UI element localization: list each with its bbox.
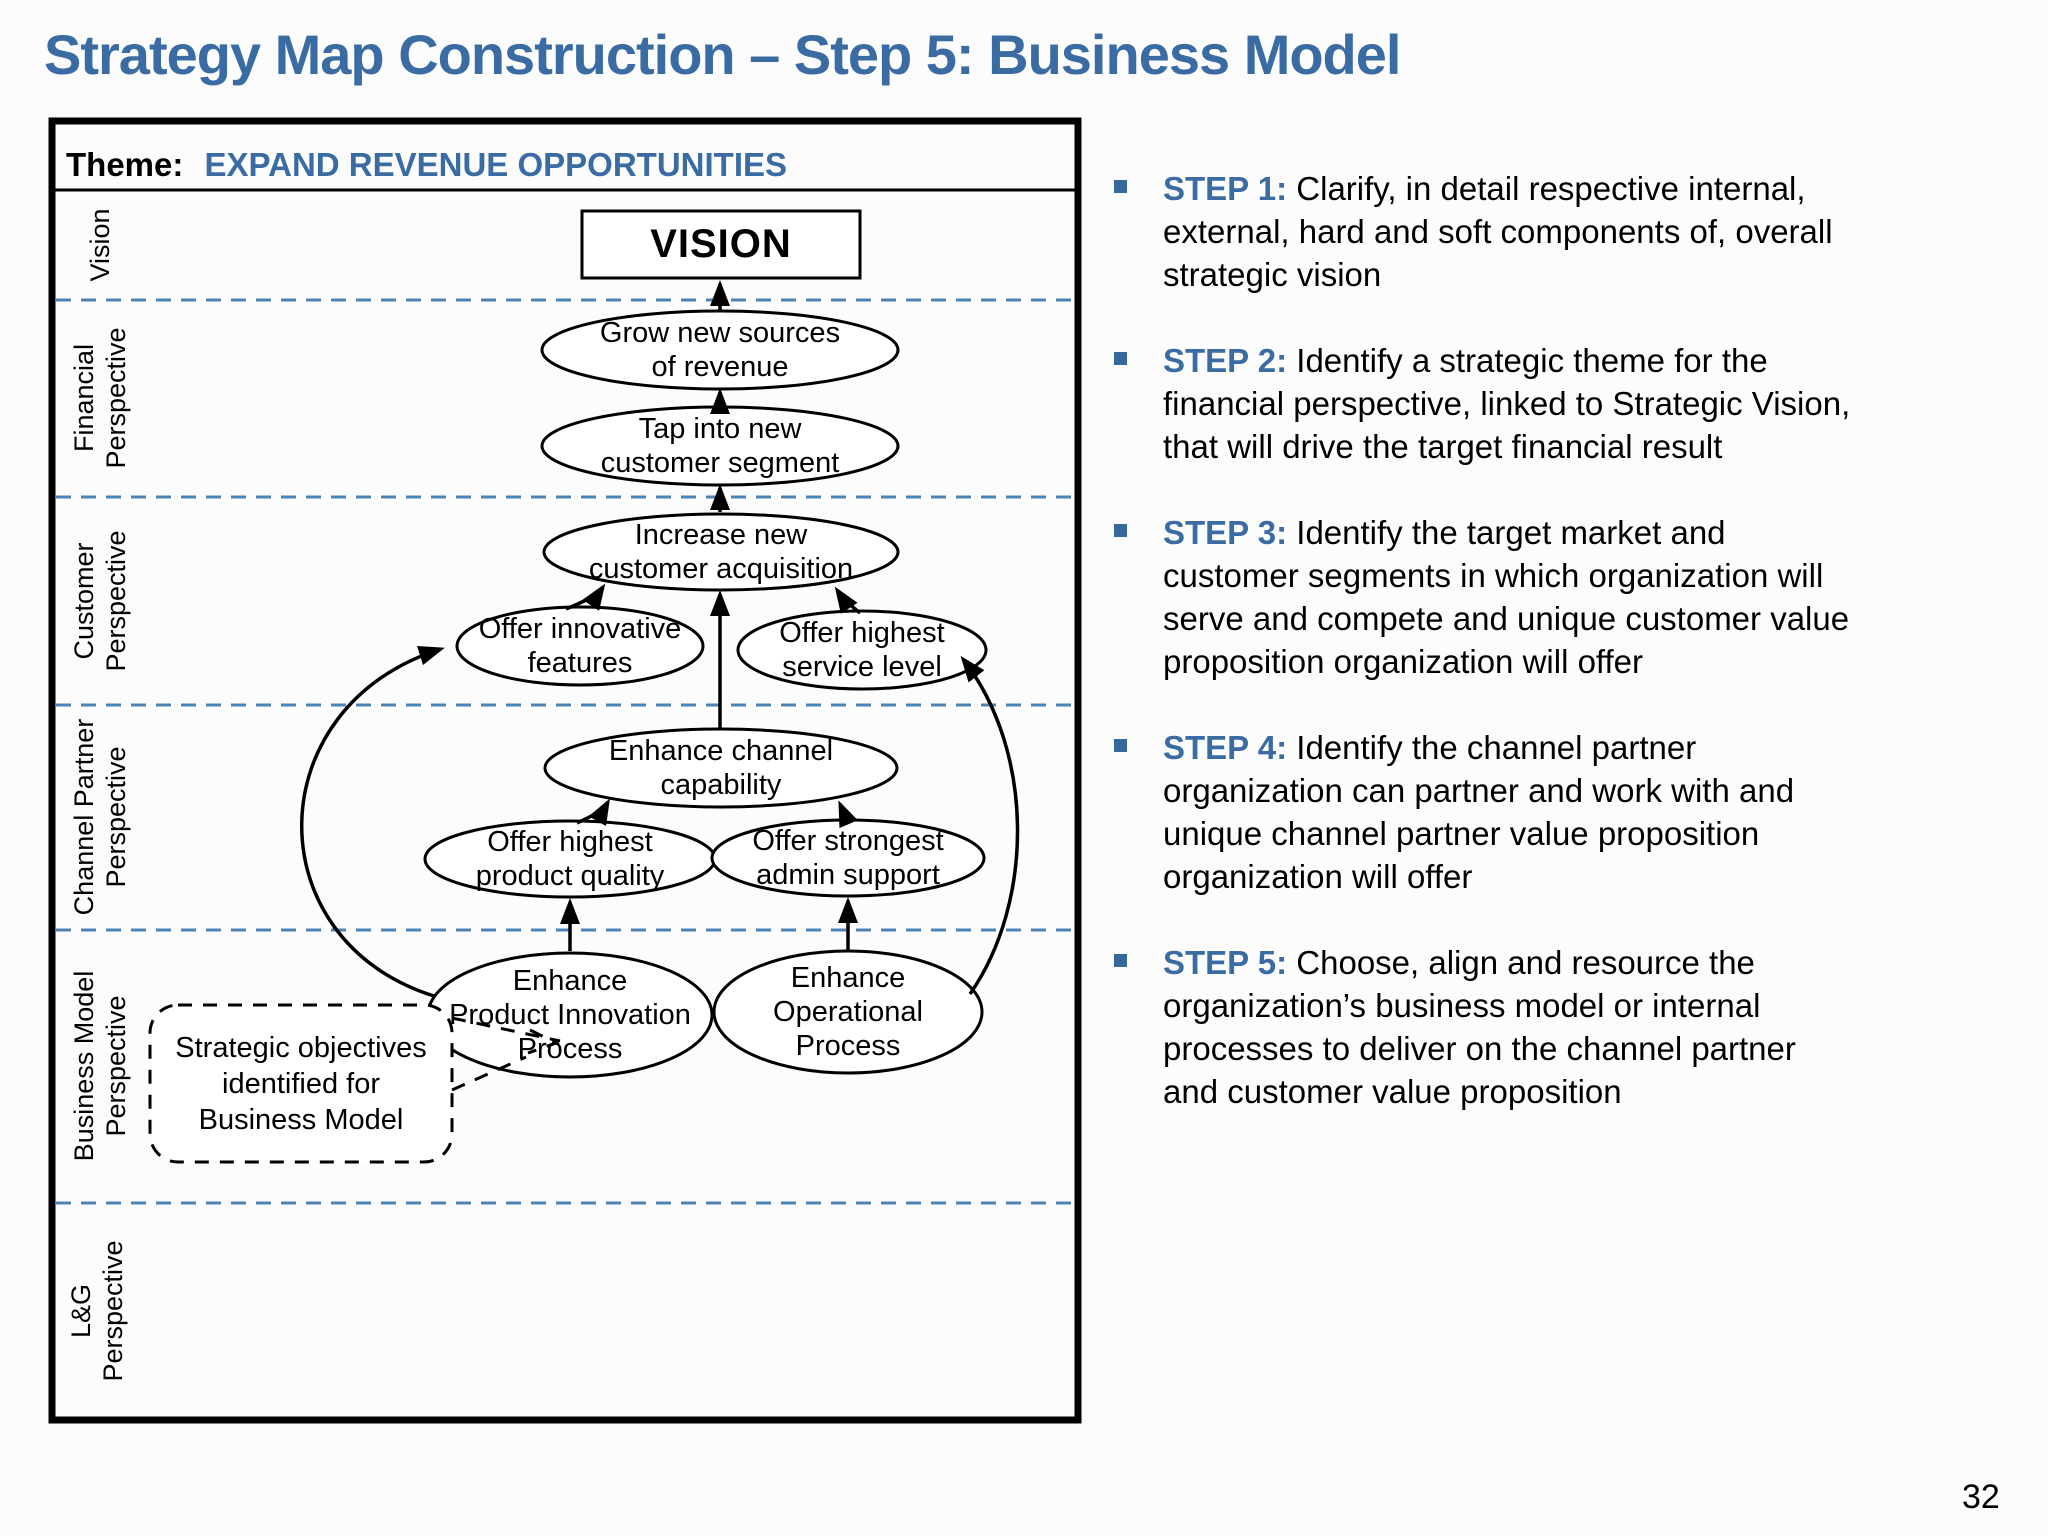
theme-value: EXPAND REVENUE OPPORTUNITIES xyxy=(204,146,788,183)
step-item-3: STEP 3: Identify the target market and c… xyxy=(1114,511,2031,683)
step-text: Clarify, in detail respective internal, … xyxy=(1163,170,1833,293)
node-product-process-label: Enhance Product Innovation Process xyxy=(449,965,691,1065)
node-increase-label: Increase new customer acquisition xyxy=(588,519,854,585)
step-text: Identify the channel partner organizatio… xyxy=(1163,729,1795,895)
step-item-5: STEP 5: Choose, align and resource the o… xyxy=(1114,941,2031,1113)
page-title: Strategy Map Construction – Step 5: Busi… xyxy=(44,23,1401,86)
node-service-ellipse xyxy=(736,609,988,691)
bullet-square-icon xyxy=(1114,954,1127,967)
step-item-2: STEP 2: Identify a strategic theme for t… xyxy=(1114,339,2031,468)
step-label: STEP 3: xyxy=(1163,514,1288,551)
node-admin-label: Offer strongest admin support xyxy=(752,825,944,891)
step-text: Identify the target market and customer … xyxy=(1163,514,1850,680)
perspective-separator-lines xyxy=(56,298,1072,1205)
theme-header: Theme: EXPAND REVENUE OPPORTUNITIES xyxy=(66,146,1056,190)
vision-box xyxy=(580,209,862,280)
node-service-label: Offer highest service level xyxy=(779,617,945,683)
step-label: STEP 5: xyxy=(1163,944,1288,981)
connector-arrows xyxy=(300,280,1020,998)
step-text: Choose, align and resource the organizat… xyxy=(1163,944,1796,1110)
diagram-border xyxy=(48,117,1082,1424)
bullet-square-icon xyxy=(1114,524,1127,537)
step-text: Identify a strategic theme for the finan… xyxy=(1163,342,1851,465)
node-features-label: Offer innovative features xyxy=(478,613,682,679)
objective-ellipses xyxy=(423,309,988,1079)
bullet-square-icon xyxy=(1114,739,1127,752)
row-label-lg: L&G Perspective xyxy=(66,1240,128,1382)
node-quality-label: Offer highest product quality xyxy=(475,826,665,892)
callout-bubble xyxy=(148,1003,561,1164)
callout-label: Strategic objectives identified for Busi… xyxy=(175,1031,427,1136)
node-grow-label: Grow new sources of revenue xyxy=(599,317,841,383)
step-item-4: STEP 4: Identify the channel partner org… xyxy=(1114,726,2031,898)
node-channel-label: Enhance channel capability xyxy=(608,735,834,801)
node-features-ellipse xyxy=(455,605,705,687)
step-item-1: STEP 1: Clarify, in detail respective in… xyxy=(1114,167,2031,296)
bullet-square-icon xyxy=(1114,180,1127,193)
step-label: STEP 2: xyxy=(1163,342,1288,379)
bullet-square-icon xyxy=(1114,352,1127,365)
node-operational-process-ellipse xyxy=(712,949,984,1075)
steps-list: STEP 1: Clarify, in detail respective in… xyxy=(1114,167,2031,1156)
page-number: 32 xyxy=(1962,1478,2000,1516)
node-operational-process-label: Enhance Operational Process xyxy=(773,962,923,1062)
vision-box-label: VISION xyxy=(650,222,792,266)
node-tap-label: Tap into new customer segment xyxy=(600,413,840,479)
theme-label: Theme: xyxy=(66,146,184,183)
step-label: STEP 4: xyxy=(1163,729,1288,766)
step-label: STEP 1: xyxy=(1163,170,1288,207)
node-channel-ellipse xyxy=(543,727,899,809)
